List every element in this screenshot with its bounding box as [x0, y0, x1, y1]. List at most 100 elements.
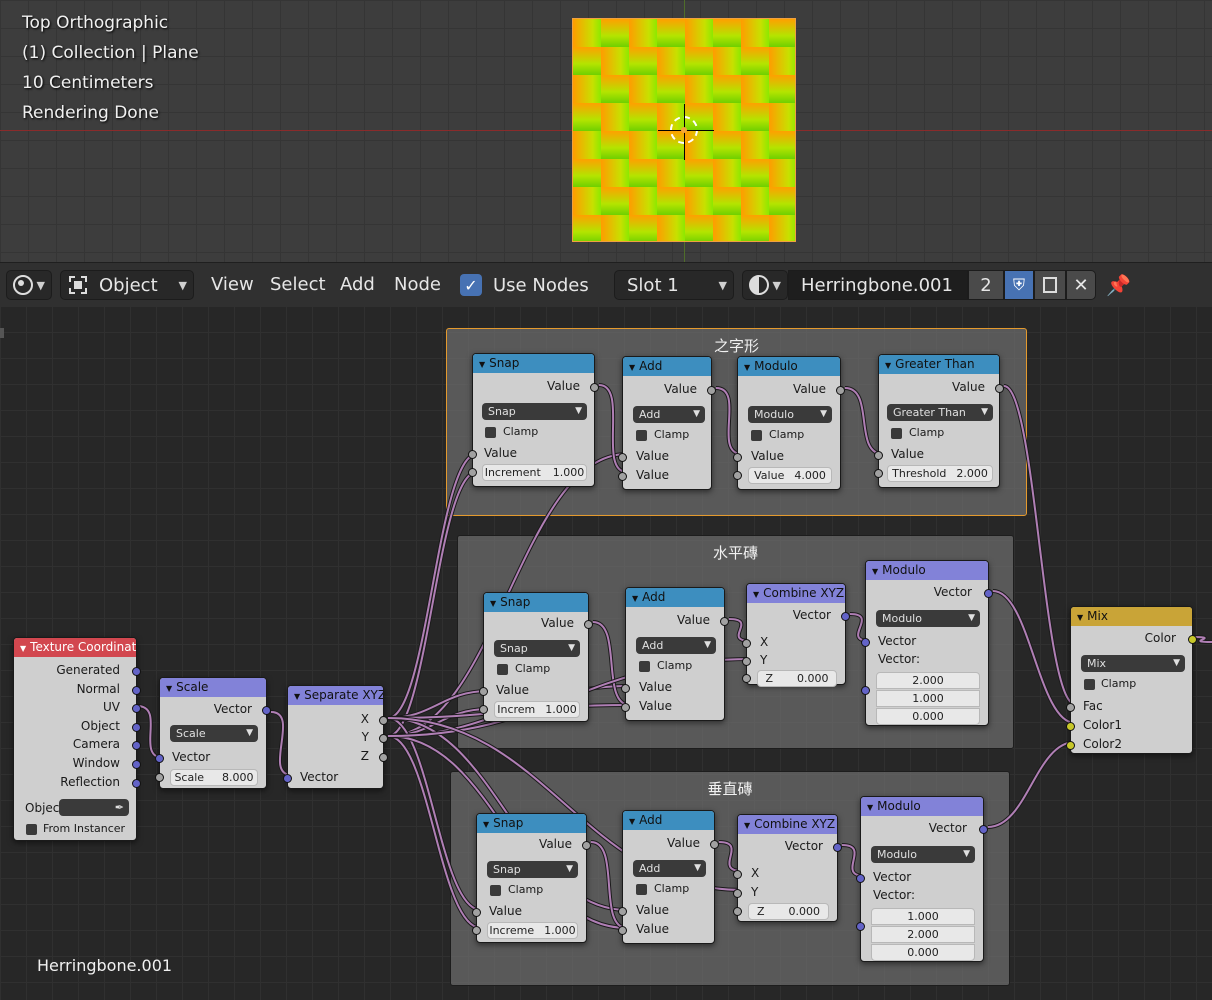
browse-material-button[interactable]: ▼: [742, 270, 788, 300]
input-socket[interactable]: [856, 874, 865, 883]
output-socket[interactable]: [132, 686, 141, 695]
node-header[interactable]: ▼Snap: [477, 814, 586, 833]
collapse-icon[interactable]: ▼: [867, 803, 874, 812]
collapse-icon[interactable]: ▼: [885, 361, 892, 370]
node-header[interactable]: ▼Separate XYZ: [288, 686, 383, 705]
input-socket[interactable]: [155, 754, 164, 763]
collapse-icon[interactable]: ▼: [479, 360, 486, 369]
node-horizontal-vector-modulo[interactable]: ▼Modulo Vector Modulo▼ Vector Vector: 2.…: [861, 560, 993, 726]
output-socket[interactable]: [720, 617, 729, 626]
output-socket[interactable]: [1188, 635, 1197, 644]
input-socket[interactable]: [1066, 703, 1075, 712]
collapse-icon[interactable]: ▼: [483, 820, 490, 829]
operation-dropdown[interactable]: Add▼: [636, 637, 716, 654]
collapse-icon[interactable]: ▼: [20, 644, 27, 653]
node-header[interactable]: ▼Add: [626, 588, 724, 607]
input-socket[interactable]: [283, 774, 292, 783]
input-socket[interactable]: [618, 926, 627, 935]
vector-z-field[interactable]: 0.000: [871, 944, 975, 961]
node-vertical-vector-modulo[interactable]: ▼Modulo Vector Modulo▼ Vector Vector: 1.…: [856, 796, 988, 962]
output-socket[interactable]: [132, 723, 141, 732]
output-socket[interactable]: [707, 386, 716, 395]
vector-y-field[interactable]: 2.000: [871, 926, 975, 943]
output-socket[interactable]: [379, 716, 388, 725]
operation-dropdown[interactable]: Greater Than▼: [887, 404, 993, 421]
output-socket[interactable]: [984, 589, 993, 598]
operation-dropdown[interactable]: Add▼: [633, 406, 705, 423]
node-horizontal-add[interactable]: ▼Add Value Add▼ Clamp Value Value: [621, 587, 729, 721]
node-header[interactable]: ▼Mix: [1071, 607, 1192, 626]
node-header[interactable]: ▼Modulo: [861, 797, 983, 816]
input-socket[interactable]: [733, 870, 742, 879]
collapse-icon[interactable]: ▼: [1077, 613, 1084, 622]
input-socket[interactable]: [861, 638, 870, 647]
collapse-icon[interactable]: ▼: [629, 817, 636, 826]
output-socket[interactable]: [995, 384, 1004, 393]
collapse-icon[interactable]: ▼: [744, 821, 751, 830]
operation-dropdown[interactable]: Add▼: [633, 860, 706, 877]
output-socket[interactable]: [582, 841, 591, 850]
output-socket[interactable]: [132, 704, 141, 713]
node-header[interactable]: ▼Scale: [160, 678, 266, 697]
output-socket[interactable]: [379, 753, 388, 762]
node-header[interactable]: ▼Modulo: [866, 561, 988, 580]
menu-node[interactable]: Node: [394, 274, 441, 295]
input-socket[interactable]: [742, 639, 751, 648]
node-zigzag-greater-than[interactable]: ▼Greater Than Value Greater Than▼ Clamp …: [874, 354, 1004, 488]
output-socket[interactable]: [836, 386, 845, 395]
input-socket[interactable]: [472, 908, 481, 917]
output-socket[interactable]: [710, 840, 719, 849]
output-socket[interactable]: [132, 760, 141, 769]
input-socket[interactable]: [856, 922, 865, 931]
output-socket[interactable]: [132, 741, 141, 750]
operation-dropdown[interactable]: Scale▼: [170, 725, 258, 742]
material-name-field[interactable]: Herringbone.001: [788, 270, 968, 300]
input-socket[interactable]: [1066, 741, 1075, 750]
collapse-icon[interactable]: ▼: [632, 594, 639, 603]
input-socket[interactable]: [621, 703, 630, 712]
node-header[interactable]: ▼Snap: [484, 593, 588, 612]
clamp-checkbox[interactable]: [891, 428, 902, 439]
input-socket[interactable]: [733, 471, 742, 480]
object-mode-dropdown[interactable]: Object ▼: [60, 270, 194, 300]
node-editor-canvas[interactable]: 之字形 水平磚 垂直磚 ▼Texture Coordinate Generate…: [0, 306, 1212, 1000]
from-instancer-checkbox[interactable]: [26, 824, 37, 835]
collapse-icon[interactable]: ▼: [166, 684, 173, 693]
input-socket[interactable]: [874, 469, 883, 478]
use-nodes-toggle[interactable]: ✓ Use Nodes: [460, 274, 589, 296]
output-socket[interactable]: [584, 620, 593, 629]
unlink-material-button[interactable]: ✕: [1066, 270, 1096, 300]
input-socket[interactable]: [1066, 722, 1075, 731]
operation-dropdown[interactable]: Snap▼: [487, 861, 578, 878]
operation-dropdown[interactable]: Modulo▼: [748, 406, 832, 423]
input-socket[interactable]: [618, 472, 627, 481]
clamp-checkbox[interactable]: [497, 664, 508, 675]
clamp-checkbox[interactable]: [751, 430, 762, 441]
input-socket[interactable]: [861, 686, 870, 695]
node-header[interactable]: ▼Add: [623, 811, 714, 830]
collapse-icon[interactable]: ▼: [629, 363, 636, 372]
operation-dropdown[interactable]: Snap▼: [494, 640, 580, 657]
collapse-icon[interactable]: ▼: [490, 599, 497, 608]
node-zigzag-add[interactable]: ▼Add Value Add▼ Clamp Value Value: [618, 356, 716, 490]
input-socket[interactable]: [742, 674, 751, 683]
editor-type-button[interactable]: ▼: [6, 270, 52, 300]
input-socket[interactable]: [155, 773, 164, 782]
input-socket[interactable]: [472, 926, 481, 935]
fake-user-button[interactable]: ⛨: [1004, 270, 1034, 300]
operation-dropdown[interactable]: Snap▼: [482, 403, 587, 420]
node-header[interactable]: ▼Modulo: [738, 357, 840, 376]
checkbox-checked-icon[interactable]: ✓: [460, 274, 482, 296]
output-socket[interactable]: [262, 706, 271, 715]
